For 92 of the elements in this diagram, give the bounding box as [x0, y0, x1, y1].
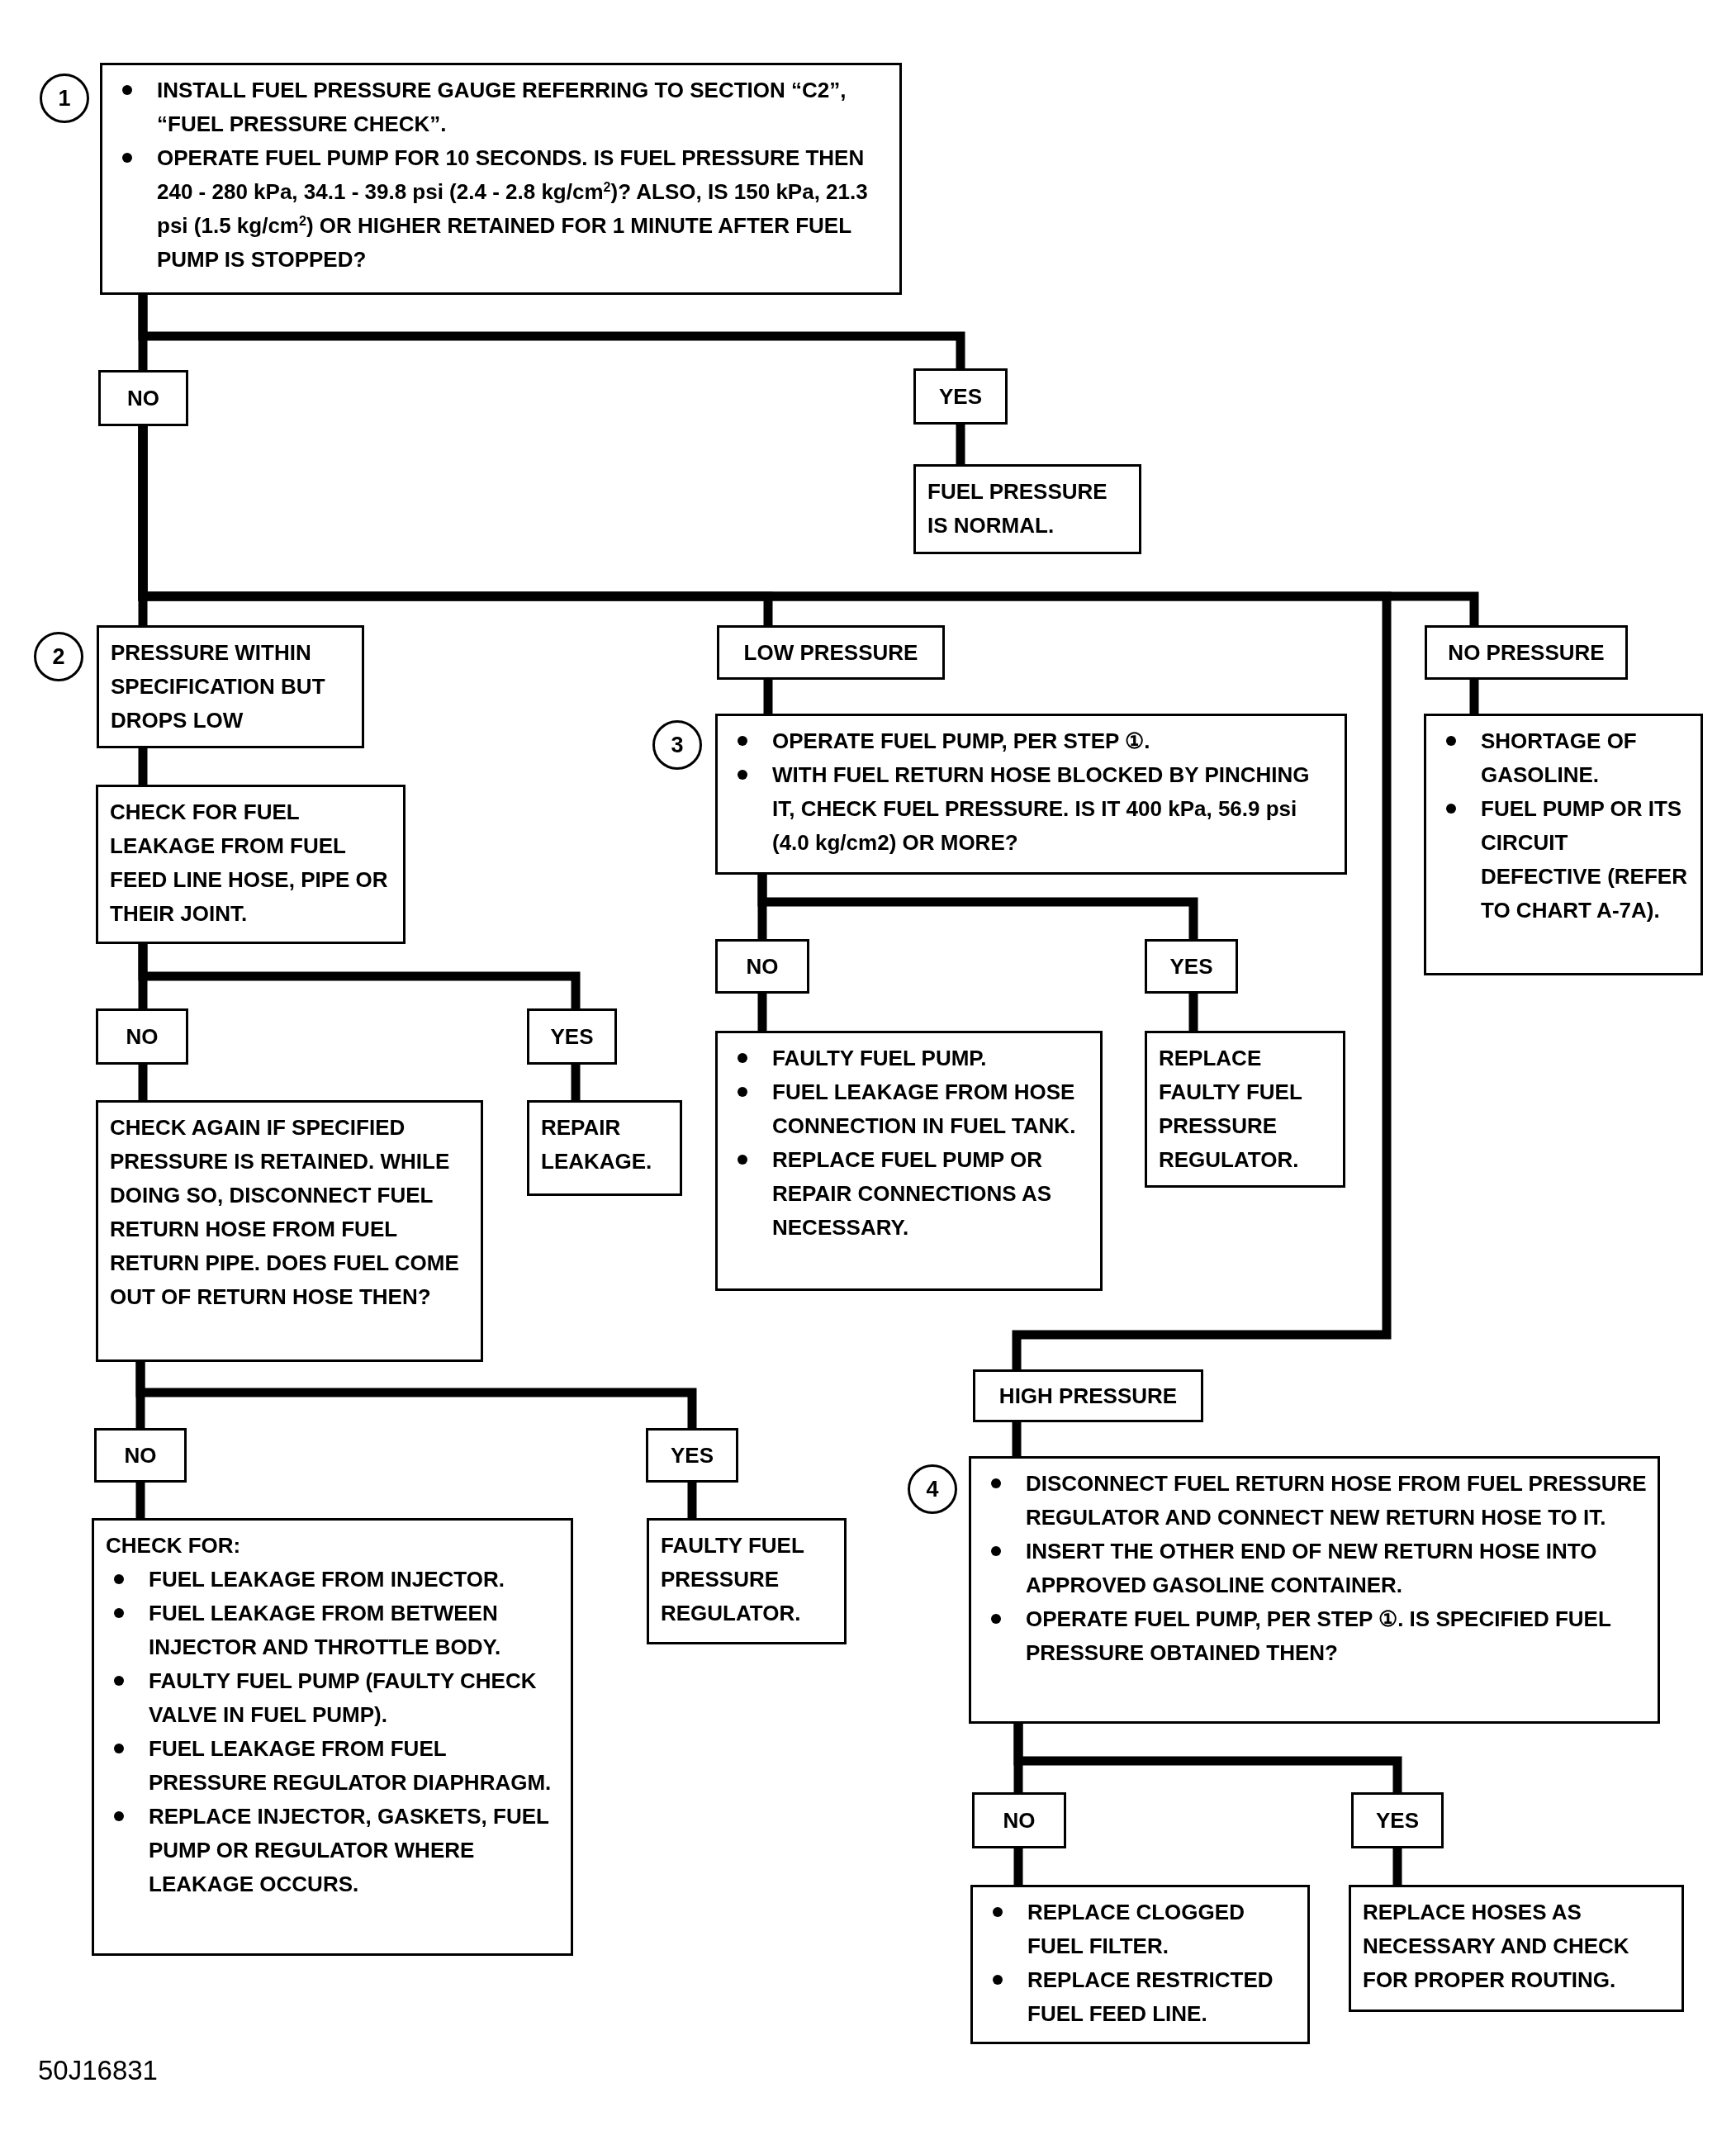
connector-line: [138, 944, 581, 1008]
process-box: [92, 1518, 573, 1956]
process-box: [969, 1456, 1660, 1724]
condition-box: [1145, 939, 1238, 994]
connector-line: [138, 1065, 148, 1100]
condition-box: [94, 1428, 187, 1483]
step-number: 4: [908, 1464, 957, 1514]
condition-box: [973, 1369, 1203, 1422]
connector-line: [138, 426, 1479, 625]
connector-line: [1469, 680, 1479, 714]
bullet-text: SHORTAGE OF GASOLINE.: [1481, 728, 1638, 789]
process-box: [715, 714, 1347, 875]
condition-text: YES: [1376, 1806, 1419, 1834]
step-number: 3: [652, 720, 702, 770]
instruction-text: CHECK FOR:: [106, 1532, 241, 1559]
condition-text: NO: [1003, 1806, 1036, 1834]
bullet-text: OPERATE FUEL PUMP FOR 10 SECONDS. IS FUEL PRESSURE THEN 240 - 280 kPa, 34.1 - 39.8 psi (2.4 - 2.8 kg/cm$^{2}$)? ALSO, IS 150 kPa, 21.3 psi (1.5 kg/cm$^{2}$) OR HIGHER RETAINED FOR 1 MINUTE AFTER FUEL PUMP IS STOPPED?: [157, 145, 869, 273]
connector-line: [135, 1483, 145, 1518]
bullet-text: FAULTY FUEL PUMP (FAULTY CHECK VALVE IN FUEL PUMP).: [149, 1668, 538, 1729]
condition-text: NO PRESSURE: [1448, 638, 1605, 667]
condition-box: [715, 939, 809, 994]
connector-line: [1013, 1724, 1402, 1792]
bullet-text: REPLACE INJECTOR, GASKETS, FUEL PUMP OR REGULATOR WHERE LEAKAGE OCCURS.: [149, 1803, 550, 1898]
condition-text: LOW PRESSURE: [743, 638, 918, 667]
instruction-text: REPAIR LEAKAGE.: [541, 1114, 653, 1175]
process-box: [1145, 1031, 1345, 1188]
connector-line: [1392, 1848, 1402, 1885]
condition-box: [646, 1428, 738, 1483]
instruction-text: FUEL PRESSURE IS NORMAL.: [927, 478, 1108, 539]
process-box: [970, 1885, 1310, 2044]
condition-text: NO: [127, 384, 159, 412]
connector-line: [1188, 994, 1198, 1031]
condition-text: NO: [746, 952, 779, 980]
process-box: [647, 1518, 847, 1644]
process-box: [97, 625, 364, 748]
process-box: [715, 1031, 1103, 1291]
connector-line: [956, 425, 965, 464]
instruction-text: CHECK AGAIN IF SPECIFIED PRESSURE IS RETAINED. WHILE DOING SO, DISCONNECT FUEL RETURN HOSE FROM FUEL RETURN PIPE. DOES FUEL COME OUT OF RETURN HOSE THEN?: [110, 1114, 460, 1311]
process-box: [96, 785, 406, 944]
bullet-text: FUEL LEAKAGE FROM FUEL PRESSURE REGULATOR DIAPHRAGM.: [149, 1735, 553, 1796]
bullet-text: FUEL LEAKAGE FROM BETWEEN INJECTOR AND THROTTLE BODY.: [149, 1600, 502, 1661]
process-box: [1424, 714, 1703, 975]
condition-box: [972, 1792, 1066, 1848]
condition-text: YES: [550, 1023, 594, 1051]
condition-text: YES: [1169, 952, 1213, 980]
process-box: [96, 1100, 483, 1362]
bullet-text: REPLACE RESTRICTED FUEL FEED LINE.: [1027, 1967, 1274, 2028]
condition-box: [1425, 625, 1628, 680]
process-box: [527, 1100, 682, 1196]
process-box: [100, 63, 902, 295]
connector-line: [135, 1362, 697, 1428]
connector-line: [138, 748, 148, 785]
connector-line: [1012, 1422, 1022, 1456]
bullet-text: INSERT THE OTHER END OF NEW RETURN HOSE INTO APPROVED GASOLINE CONTAINER.: [1026, 1538, 1598, 1599]
process-box: [1349, 1885, 1684, 2012]
bullet-text: FUEL LEAKAGE FROM INJECTOR.: [149, 1566, 505, 1593]
condition-box: [1351, 1792, 1444, 1848]
bullet-text: OPERATE FUEL PUMP, PER STEP ①. IS SPECIFIED FUEL PRESSURE OBTAINED THEN?: [1026, 1606, 1612, 1667]
condition-box: [96, 1008, 188, 1065]
instruction-text: REPLACE FAULTY FUEL PRESSURE REGULATOR.: [1159, 1045, 1303, 1174]
step-number: 1: [40, 74, 89, 123]
bullet-text: WITH FUEL RETURN HOSE BLOCKED BY PINCHING IT, CHECK FUEL PRESSURE. IS IT 400 kPa, 56.9 psi (4.0 kg/cm2) OR MORE?: [772, 762, 1311, 856]
condition-text: NO: [124, 1441, 157, 1469]
instruction-text: CHECK FOR FUEL LEAKAGE FROM FUEL FEED LINE HOSE, PIPE OR THEIR JOINT.: [110, 799, 389, 928]
instruction-text: REPLACE HOSES AS NECESSARY AND CHECK FOR PROPER ROUTING.: [1363, 1899, 1630, 1994]
bullet-text: FUEL PUMP OR ITS CIRCUIT DEFECTIVE (REFER TO CHART A-7A).: [1481, 795, 1688, 924]
connector-line: [687, 1483, 697, 1518]
condition-text: HIGH PRESSURE: [998, 1382, 1178, 1410]
process-box: [913, 464, 1141, 554]
bullet-text: OPERATE FUEL PUMP, PER STEP ①.: [772, 728, 1150, 755]
bullet-text: DISCONNECT FUEL RETURN HOSE FROM FUEL PRESSURE REGULATOR AND CONNECT NEW RETURN HOSE TO IT.: [1026, 1470, 1648, 1531]
instruction-text: PRESSURE WITHIN SPECIFICATION BUT DROPS LOW: [111, 639, 326, 734]
condition-text: NO: [126, 1023, 159, 1051]
bullet-text: REPLACE FUEL PUMP OR REPAIR CONNECTIONS AS NECESSARY.: [772, 1146, 1053, 1241]
connector-line: [138, 295, 965, 368]
condition-box: [717, 625, 945, 680]
condition-box: [98, 370, 188, 426]
step-number: 2: [34, 632, 83, 681]
bullet-text: INSTALL FUEL PRESSURE GAUGE REFERRING TO SECTION “C2”, “FUEL PRESSURE CHECK”.: [157, 77, 847, 138]
instruction-text: FAULTY FUEL PRESSURE REGULATOR.: [661, 1532, 805, 1627]
connector-line: [757, 994, 767, 1031]
connector-line: [763, 680, 773, 714]
condition-box: [527, 1008, 617, 1065]
figure-id: 50J16831: [38, 2055, 158, 2086]
bullet-text: REPLACE CLOGGED FUEL FILTER.: [1027, 1899, 1245, 1960]
bullet-text: FAULTY FUEL PUMP.: [772, 1045, 987, 1072]
connector-line: [1013, 1848, 1023, 1885]
condition-text: YES: [671, 1441, 714, 1469]
condition-text: YES: [939, 382, 982, 410]
connector-line: [571, 1065, 581, 1100]
bullet-text: FUEL LEAKAGE FROM HOSE CONNECTION IN FUEL TANK.: [772, 1079, 1077, 1140]
condition-box: [913, 368, 1008, 425]
